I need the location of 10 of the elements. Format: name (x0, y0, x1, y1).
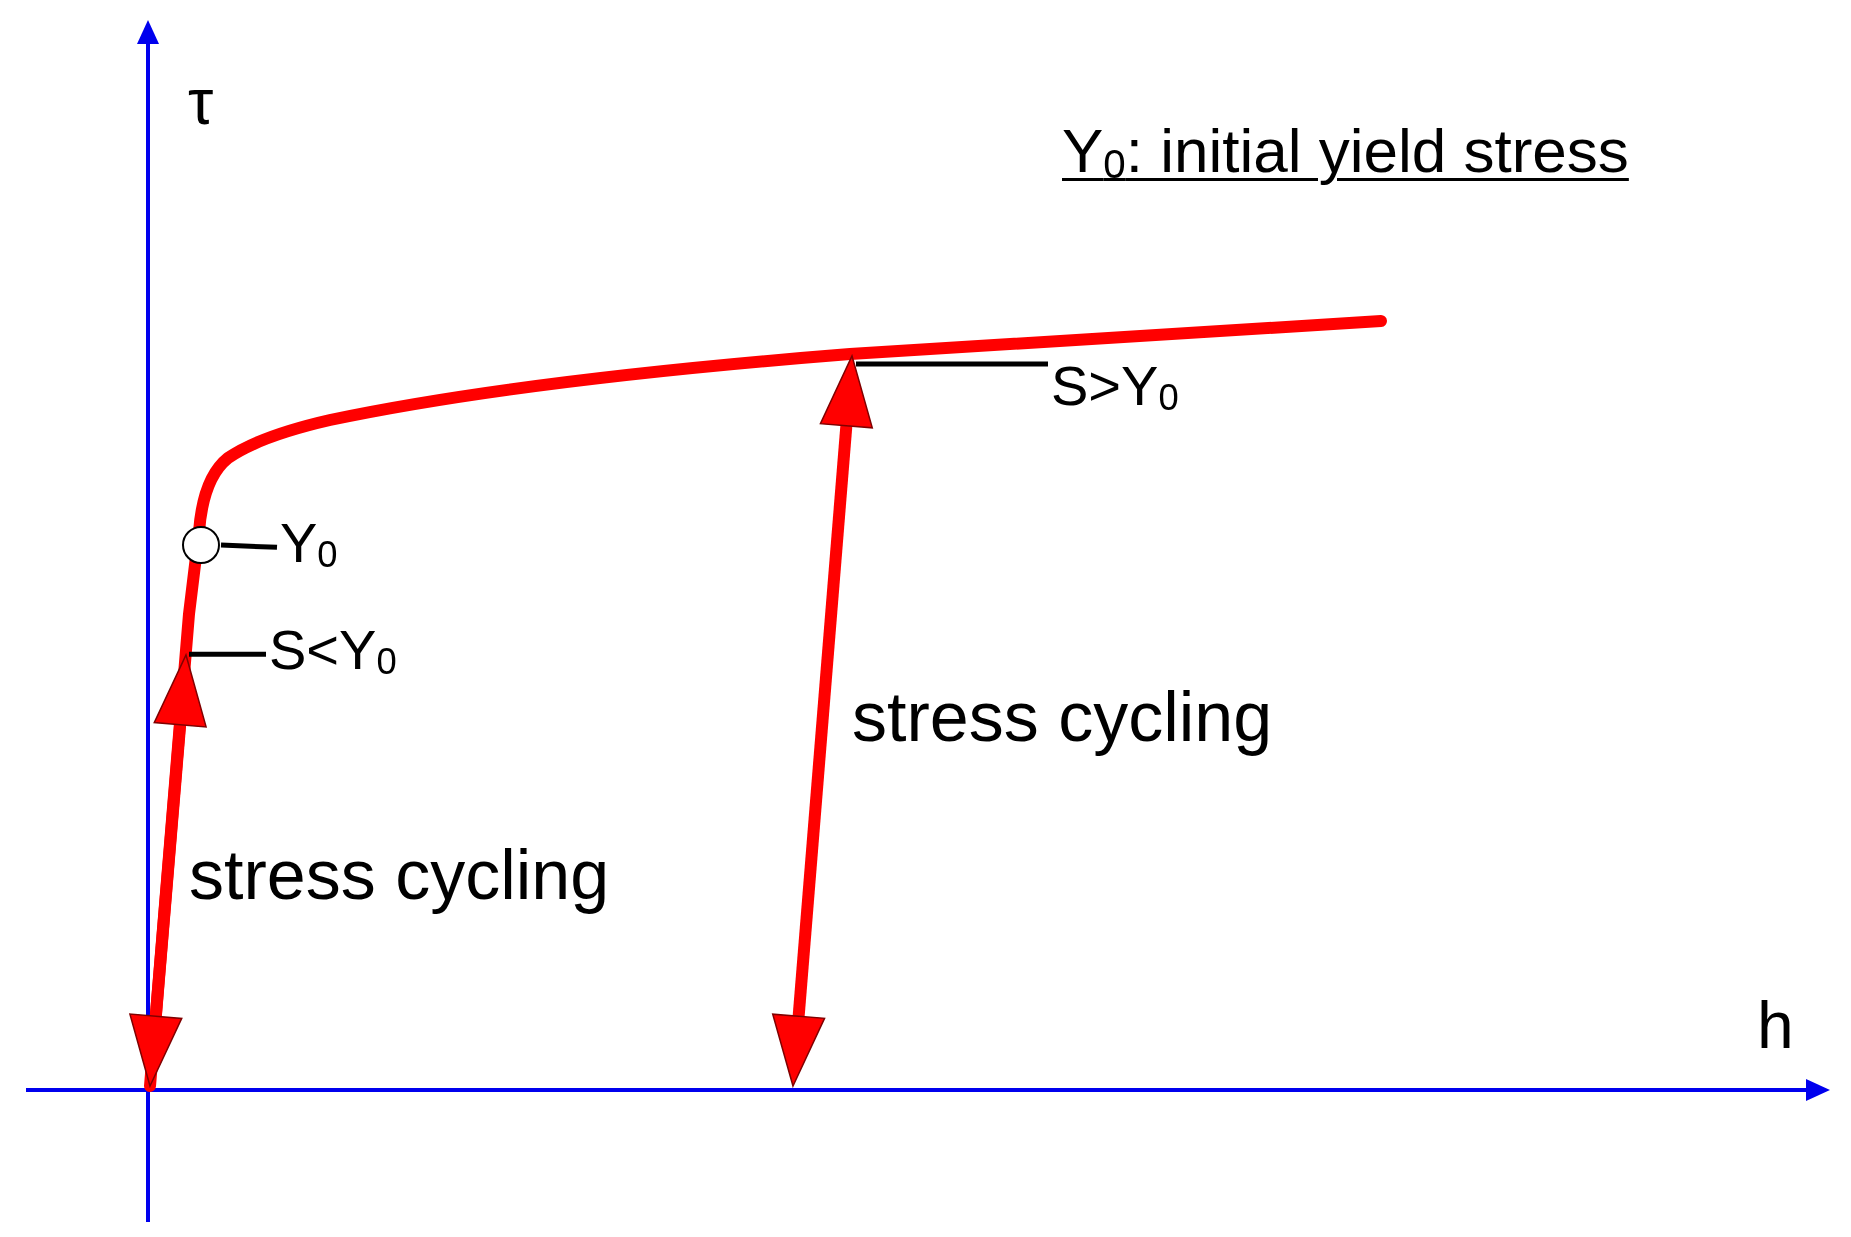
point-label: Y$_{0}$ (280, 515, 338, 574)
note-text: Y$_{0}$: initial yield stress (1062, 120, 1629, 190)
point-label: S>Y$_{0}$ (1051, 358, 1179, 417)
axis-label: τ (188, 70, 214, 134)
yield-point-marker (181, 525, 221, 565)
leader-line (856, 361, 1048, 367)
point-label: S<Y$_{0}$ (269, 622, 397, 681)
leader-line (189, 651, 266, 657)
leader-line (220, 542, 278, 550)
axis-label: h (1757, 992, 1794, 1058)
